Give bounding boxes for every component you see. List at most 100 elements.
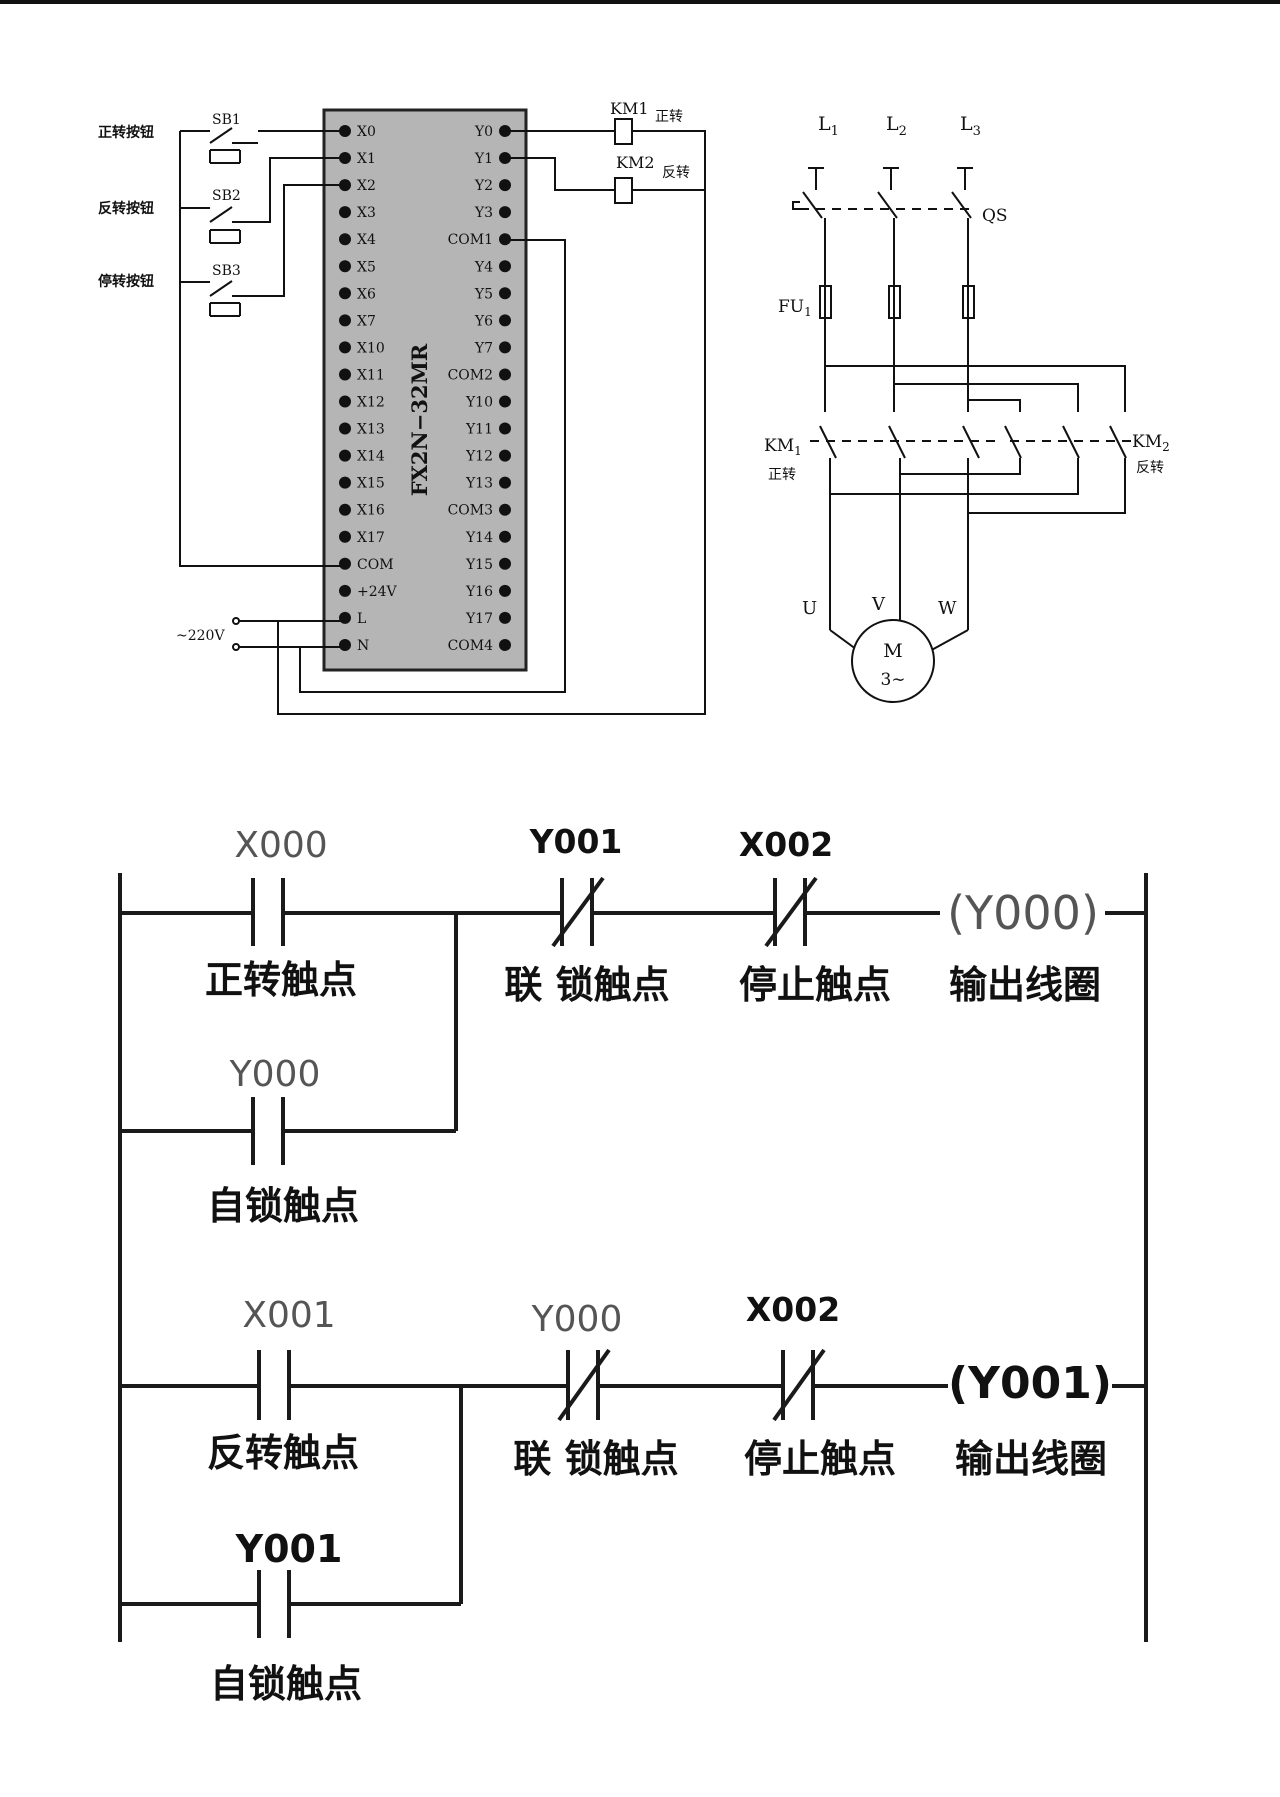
plc-terminal-dot [499, 638, 511, 651]
plc-terminal-dot [339, 557, 351, 570]
plc-terminal-dot [499, 476, 511, 489]
wire-x1 [258, 157, 345, 223]
plc-terminal-dot [499, 449, 511, 462]
plc-terminal-dot [339, 449, 351, 462]
km2-coil [614, 177, 633, 204]
rung2-stop-label: X002 [746, 1290, 840, 1329]
plc-terminal-dot [499, 584, 511, 597]
plc-terminal-dot [499, 152, 511, 165]
plc-terminal-dot [499, 179, 511, 192]
rung2-start-contact-label: X001 [242, 1295, 335, 1336]
sb3-button [180, 280, 258, 317]
plc-terminal-label: Y16 [465, 584, 493, 600]
plc-body [322, 108, 528, 672]
rung1-interlock-label: Y001 [529, 822, 623, 861]
coil-km1-desc: 正转 [655, 109, 683, 125]
rung2-interlock-desc: 联 锁触点 [513, 1437, 678, 1481]
plc-wiring-schematic: X0X1X2X3X4X5X6X7X10X11X12X13X14X15X16X17… [98, 99, 1170, 715]
plc-terminal-dot [339, 260, 351, 273]
motor-terminal-w: W [938, 598, 957, 619]
motor-symbol [851, 619, 935, 703]
plc-terminal-label: COM [357, 557, 394, 573]
main-power-circuit [792, 167, 1136, 703]
plc-terminal-label: X12 [357, 395, 385, 411]
plc-terminal-label: X15 [357, 476, 385, 492]
rung1-hold-desc: 自锁触点 [207, 1184, 359, 1228]
plc-terminal-label: X13 [357, 422, 385, 438]
phase-label-l1: L1 [818, 113, 839, 139]
km1-coil [614, 118, 633, 145]
plc-terminal-dot [499, 125, 511, 137]
wire-com1 [299, 239, 566, 693]
plc-terminal-label: X14 [357, 449, 385, 465]
wire-x2 [258, 184, 345, 297]
rung1-output-coil: (Y000) [947, 886, 1099, 940]
plc-terminal-label: Y2 [474, 178, 493, 194]
plc-terminal-dot [339, 233, 351, 246]
rung1-stop-label: X002 [739, 825, 833, 864]
supply-voltage-label: ~220V [176, 628, 225, 644]
motor-type: 3∼ [880, 670, 905, 690]
plc-terminal-dot [499, 395, 511, 408]
plc-terminal-label: X11 [357, 367, 385, 383]
plc-terminal-dot [499, 611, 511, 624]
km1-label: KM1 [764, 436, 802, 458]
button-label-forward: 正转按钮 [98, 124, 154, 141]
plc-terminal-label: X4 [357, 232, 376, 248]
sb2-button [180, 206, 258, 244]
com-bus-wire [179, 131, 345, 567]
button-id-sb3: SB3 [212, 263, 241, 279]
plc-terminal-label: Y0 [474, 124, 493, 140]
button-id-sb1: SB1 [212, 112, 241, 128]
rung2-hold-desc: 自锁触点 [210, 1662, 362, 1706]
plc-terminal-label: X10 [357, 340, 385, 356]
plc-terminal-label: X7 [357, 313, 376, 329]
plc-terminal-label: L [357, 611, 366, 627]
plc-terminal-dot [499, 341, 511, 354]
phase-label-l2: L2 [886, 113, 907, 139]
plc-terminal-label: +24V [357, 584, 398, 600]
plc-model-label: FX2N−32MR [407, 343, 432, 496]
button-id-sb2: SB2 [212, 188, 241, 204]
plc-terminal-dot [499, 368, 511, 381]
plc-terminal-label: COM3 [448, 503, 493, 519]
plc-left-terminals: X0X1X2X3X4X5X6X7X10X11X12X13X14X15X16X17… [339, 124, 398, 654]
button-label-stop: 停转按钮 [98, 273, 154, 290]
plc-terminal-dot [499, 530, 511, 543]
plc-terminal-label: Y14 [465, 530, 493, 546]
plc-terminal-label: X0 [357, 124, 376, 140]
rung1-hold-contact-label: Y000 [229, 1054, 321, 1095]
plc-terminal-label: X6 [357, 286, 376, 302]
plc-terminal-label: Y13 [465, 476, 493, 492]
fuse-label: FU1 [778, 297, 812, 319]
rung2-hold-contact-label: Y001 [235, 1527, 343, 1571]
motor-name: M [883, 640, 902, 662]
rung1-start-contact-label: X000 [234, 825, 327, 866]
plc-terminal-label: COM2 [448, 367, 493, 383]
km2-desc: 反转 [1136, 460, 1164, 476]
plc-terminal-dot [499, 422, 511, 435]
rung1-stop-desc: 停止触点 [739, 963, 891, 1007]
rung2-coil-desc: 输出线圈 [955, 1437, 1107, 1481]
plc-terminal-dot [499, 287, 511, 300]
plc-terminal-dot [339, 584, 351, 597]
rung2-output-coil: (Y001) [948, 1358, 1112, 1409]
plc-terminal-dot [339, 530, 351, 543]
plc-terminal-dot [339, 395, 351, 408]
plc-terminal-dot [339, 422, 351, 435]
plc-terminal-label: Y5 [474, 286, 493, 302]
wire-y1 [505, 157, 615, 191]
plc-terminal-label: Y10 [465, 395, 493, 411]
plc-terminal-dot [499, 503, 511, 516]
motor-terminal-v: V [871, 594, 886, 615]
motor-terminal-u: U [802, 598, 817, 619]
coil-km1-id: KM1 [610, 99, 649, 118]
plc-terminal-dot [339, 179, 351, 192]
plc-terminal-dot [339, 125, 351, 137]
coil-km2-desc: 反转 [662, 165, 690, 181]
plc-terminal-label: X5 [357, 259, 376, 275]
plc-right-terminals: Y0Y1Y2Y3COM1Y4Y5Y6Y7COM2Y10Y11Y12Y13COM3… [448, 124, 511, 654]
plc-terminal-dot [499, 557, 511, 570]
plc-terminal-label: X3 [357, 205, 376, 221]
plc-terminal-label: X2 [357, 178, 376, 194]
